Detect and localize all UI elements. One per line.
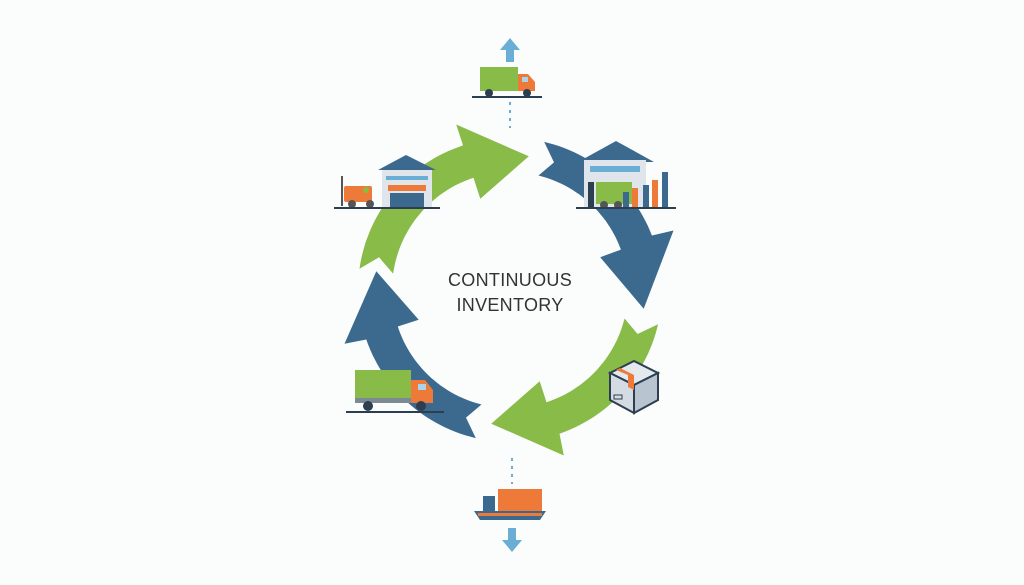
cycle-arrows bbox=[344, 124, 674, 456]
inbound-down-arrow-icon bbox=[502, 528, 522, 552]
center-title-line1: CONTINUOUS bbox=[448, 270, 572, 290]
arrow-blue-bottom-left bbox=[344, 271, 482, 439]
outbound-up-arrow-icon bbox=[500, 38, 520, 128]
warehouse-chart-icon bbox=[576, 141, 676, 209]
warehouse-forklift-icon bbox=[334, 155, 440, 209]
arrow-blue-top-right bbox=[538, 141, 674, 309]
truck-icon bbox=[472, 67, 542, 98]
arrow-green-top-left bbox=[359, 124, 529, 274]
arrow-green-bottom-right bbox=[491, 318, 659, 456]
delivery-truck-icon bbox=[346, 370, 444, 413]
cargo-ship-icon bbox=[474, 458, 546, 520]
center-title-line2: INVENTORY bbox=[456, 295, 564, 315]
package-box-icon bbox=[607, 359, 661, 415]
